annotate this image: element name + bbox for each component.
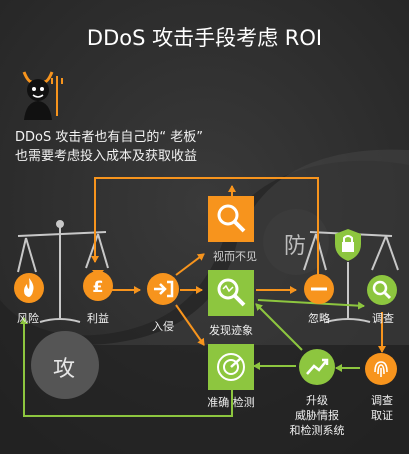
page-title: DDoS 攻击手段考虑 ROI <box>86 26 323 50</box>
left-scale <box>17 220 109 323</box>
investigate-label: 调查 <box>372 312 394 325</box>
evidence-label-2: 取证 <box>371 409 393 422</box>
arrow-discover-to-investigate <box>257 299 365 310</box>
attack-circle <box>31 331 99 399</box>
accurate-detection-label: 准确 检测 <box>207 396 255 409</box>
defense-circle <box>263 209 329 275</box>
enter-icon <box>147 273 179 305</box>
arrow-upgrade-to-discover <box>255 303 303 351</box>
risk-label: 风险 <box>17 312 39 325</box>
upgrade-label-1: 升级 <box>306 394 328 407</box>
svg-text:£: £ <box>92 277 103 296</box>
evidence-label-1: 调查 <box>371 394 393 407</box>
profit-label: 利益 <box>87 312 109 325</box>
upgrade-label-2: 威胁情报 <box>295 409 339 422</box>
intrusion-label: 入侵 <box>152 320 174 333</box>
upgrade-label-3: 和检测系统 <box>289 424 345 437</box>
attack-label: 攻 <box>53 357 76 382</box>
discover-trace-label: 发现迹象 <box>209 324 253 337</box>
ignore-label: 忽略 <box>308 312 330 325</box>
arrow-intrusion-to-detect <box>175 304 205 346</box>
intro-line-1: DDoS 攻击者也有自己的“ 老板” <box>15 130 203 145</box>
arrow-intrusion-to-invisible <box>175 253 205 276</box>
flame-icon <box>14 273 44 303</box>
green-arrows <box>20 299 365 417</box>
magnifier-icon <box>367 275 397 305</box>
devil-mascot-icon <box>22 71 63 120</box>
defense-label: 防 <box>284 234 307 259</box>
arrow-ignore-loop <box>91 177 319 276</box>
radar-icon <box>208 344 254 390</box>
magnifier-icon <box>208 196 254 242</box>
fingerprint-icon <box>365 353 397 385</box>
minus-icon <box>304 274 334 304</box>
arrow-detect-loop <box>20 317 233 417</box>
magnifier-data-icon <box>208 270 254 316</box>
orange-arrows <box>91 177 386 353</box>
chart-up-icon <box>299 349 335 385</box>
seems-invisible-label: 视而不见 <box>213 250 257 263</box>
pound-bag-icon: £ <box>83 270 113 301</box>
lock-shield-icon <box>335 229 361 261</box>
intro-line-2: 也需要考虑投入成本及获取收益 <box>15 149 198 164</box>
